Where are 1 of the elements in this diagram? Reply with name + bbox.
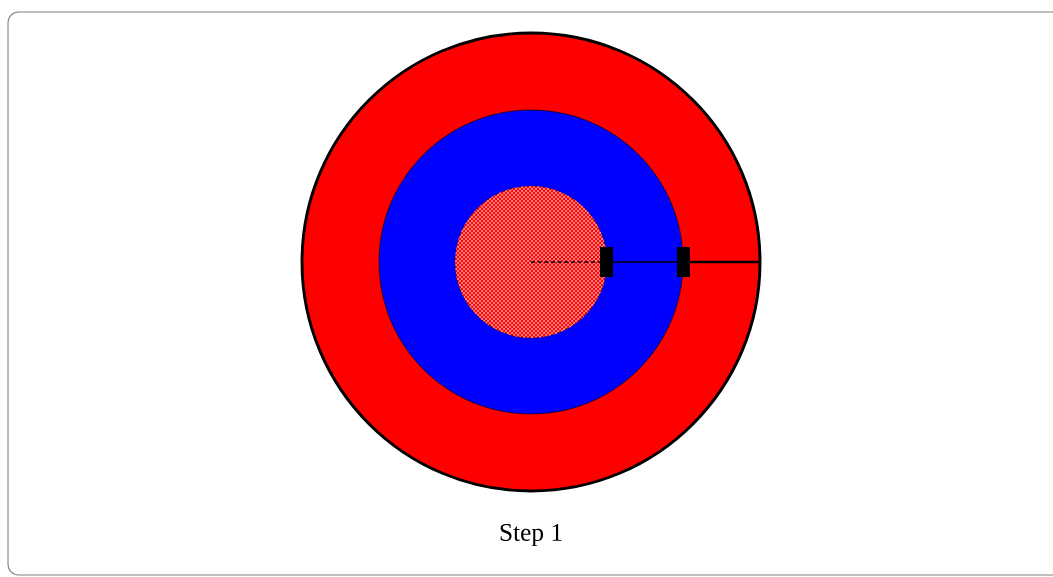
caption: Step 1 xyxy=(500,523,562,547)
